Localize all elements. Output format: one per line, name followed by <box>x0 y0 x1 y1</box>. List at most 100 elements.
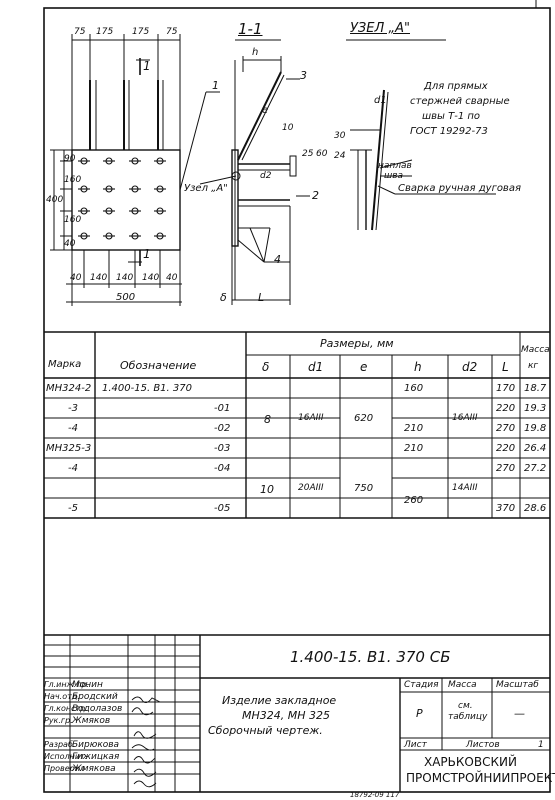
row-1-designation: 1.400-15. В1. 370 <box>102 383 192 394</box>
row-5-mark: -4 <box>68 463 78 474</box>
node-dim-30: 30 <box>334 131 346 141</box>
row-4-designation: -03 <box>214 443 231 454</box>
label-e: e <box>262 105 269 116</box>
note-line-3: швы Т-1 по <box>422 111 481 122</box>
dim-top-3: 175 <box>132 27 150 37</box>
stamp-code: 1.400-15. В1. 370 СБ <box>290 648 451 666</box>
stamp-title-1: Изделие закладное <box>222 694 337 707</box>
group-1-e: 620 <box>354 413 374 424</box>
table-header-e: e <box>360 360 368 374</box>
stamp-role-4: Рук.гр. <box>44 716 73 725</box>
stamp-header-scale: Масштаб <box>496 680 539 690</box>
group-2-d2: 14АIII <box>452 483 478 493</box>
dim-top-1: 75 <box>74 27 86 37</box>
row-6-l: 370 <box>496 503 516 514</box>
weld-label-1: наплав <box>378 161 412 171</box>
row-2-l: 220 <box>496 403 516 414</box>
stamp-name-6: Гижицкая <box>72 752 120 762</box>
group-1-d1: 16АIII <box>298 413 324 423</box>
weld-label-2: шва <box>384 171 404 181</box>
note-line-1: Для прямых <box>424 81 488 92</box>
dim-left-5: 40 <box>64 239 76 249</box>
note-line-2: стержней сварные <box>410 96 510 107</box>
row-6-mark: -5 <box>68 503 78 514</box>
section-mark-top: 1 <box>143 59 151 73</box>
table-header-l: L <box>502 360 509 374</box>
dim-top-2: 175 <box>96 27 114 37</box>
stamp-org-1: ХАРЬКОВСКИЙ <box>424 755 517 769</box>
stamp-role-2: Нач.отд. <box>44 692 80 701</box>
group-2-e: 750 <box>354 483 374 494</box>
signature-scribbles <box>131 696 161 788</box>
section-view <box>199 39 310 305</box>
row-3-designation: -02 <box>214 423 231 434</box>
row-5-mass: 27.2 <box>524 463 547 474</box>
dim-bottom-1: 40 <box>70 273 82 283</box>
table-header-h: h <box>414 360 422 374</box>
stamp-name-2: Бродский <box>72 692 118 702</box>
group-2-h-a: 210 <box>404 443 424 454</box>
callout-2: 2 <box>312 189 319 202</box>
stamp-title-2: МН324, МН 325 <box>242 709 331 722</box>
node-d1: d1 <box>374 95 387 106</box>
callout-3: 3 <box>300 69 307 82</box>
group-2-d1: 20АIII <box>298 483 324 493</box>
label-d2: d2 <box>260 171 272 181</box>
label-l: L <box>258 291 265 304</box>
dim-left-2: 160 <box>64 175 82 185</box>
dim-bottom-4: 140 <box>142 273 160 283</box>
dim-top-4: 75 <box>166 27 178 37</box>
dim-left-3: 400 <box>46 195 64 205</box>
stamp-name-5: Бирюкова <box>72 740 120 750</box>
row-5-l: 270 <box>496 463 516 474</box>
callout-1: 1 <box>212 79 219 92</box>
node-a-view <box>346 39 496 231</box>
stamp-header-mass: Масса <box>448 680 477 690</box>
row-2-mass: 19.3 <box>524 403 547 414</box>
row-2-mark: -3 <box>68 403 78 414</box>
label-60: 60 <box>316 149 328 159</box>
row-3-mark: -4 <box>68 423 78 434</box>
stamp-role-6: Исполнит. <box>44 752 88 761</box>
table-header-d1: d1 <box>308 360 324 374</box>
stamp-role-5: Разраб. <box>44 740 76 749</box>
stamp-sheet: Лист <box>404 740 427 750</box>
row-4-mass: 26.4 <box>524 443 547 454</box>
table-header-designation: Обозначение <box>120 359 197 372</box>
stamp-name-4: Жмяков <box>72 716 111 726</box>
group-2-h-b: 260 <box>404 495 424 506</box>
group-2-delta: 10 <box>260 483 274 496</box>
stamp-header-stage: Стадия <box>404 680 439 690</box>
node-dim-24: 24 <box>334 151 346 161</box>
stamp-role-7: Проверил <box>44 764 86 773</box>
dim-bottom-3: 140 <box>116 273 134 283</box>
stamp-role-1: Гл.инж.пр. <box>44 680 90 689</box>
row-6-mass: 28.6 <box>524 503 547 514</box>
group-1-h-b: 210 <box>404 423 424 434</box>
node-label: Узел „А" <box>184 183 228 194</box>
table-header-d2: d2 <box>462 360 478 374</box>
stamp-name-1: Монин <box>72 680 103 690</box>
dim-total: 500 <box>116 292 136 303</box>
label-h: h <box>252 47 259 58</box>
section-mark-bottom: 1 <box>143 247 151 261</box>
label-delta: δ <box>220 291 227 304</box>
dim-left-4: 160 <box>64 215 82 225</box>
row-1-l: 170 <box>496 383 516 394</box>
stamp-scale: — <box>514 707 525 720</box>
row-4-l: 220 <box>496 443 516 454</box>
label-10: 10 <box>282 123 294 133</box>
group-1-d2: 16АIII <box>452 413 478 423</box>
stamp-sheets: Листов <box>466 740 500 750</box>
stamp-role-3: Гл.констр. <box>44 704 88 713</box>
row-2-designation: -01 <box>214 403 231 414</box>
row-3-mass: 19.8 <box>524 423 547 434</box>
row-1-mark: МН324-2 <box>46 383 92 394</box>
stamp-stage: Р <box>416 707 423 720</box>
row-1-mass: 18.7 <box>524 383 547 394</box>
section-title: 1-1 <box>238 20 263 38</box>
row-5-designation: -04 <box>214 463 231 474</box>
group-1-h-a: 160 <box>404 383 424 394</box>
